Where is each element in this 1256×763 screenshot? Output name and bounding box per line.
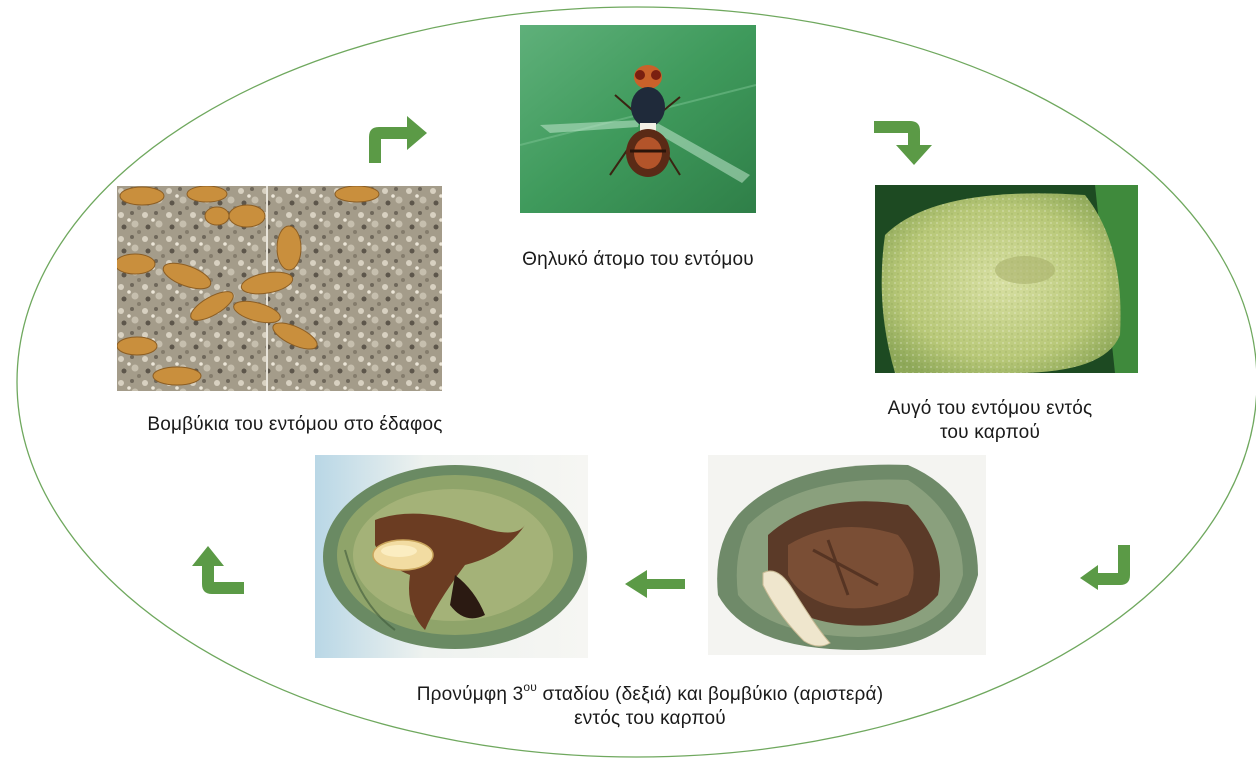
caption-larva-pupa-part2: σταδίου (δεξιά) και βομβύκιο (αριστερά) …	[537, 684, 883, 729]
caption-larva-pupa: Προνύμφη 3ου σταδίου (δεξιά) και βομβύκι…	[410, 683, 890, 731]
cycle-arrow-icon	[625, 570, 685, 598]
caption-pupae-soil: Βομβύκια του εντόμου στο έδαφος	[140, 413, 450, 437]
pupa-in-fruit-photo	[315, 455, 588, 658]
caption-adult-female: Θηλυκό άτομο του εντόμου	[520, 248, 756, 272]
caption-larva-pupa-ordinal: ου	[523, 680, 537, 694]
cycle-arrow-icon	[1076, 545, 1136, 590]
caption-egg: Αυγό του εντόμου εντός του καρπού	[880, 397, 1100, 445]
egg-in-fruit-photo	[875, 185, 1138, 373]
larva-in-fruit-photo	[708, 455, 986, 655]
cycle-arrow-icon	[874, 115, 936, 165]
cycle-arrow-icon	[363, 113, 429, 163]
caption-larva-pupa-part1: Προνύμφη 3	[417, 684, 524, 705]
adult-fly-photo	[520, 25, 756, 213]
cycle-arrow-icon	[192, 544, 244, 594]
pupae-in-soil-photo	[117, 186, 442, 391]
